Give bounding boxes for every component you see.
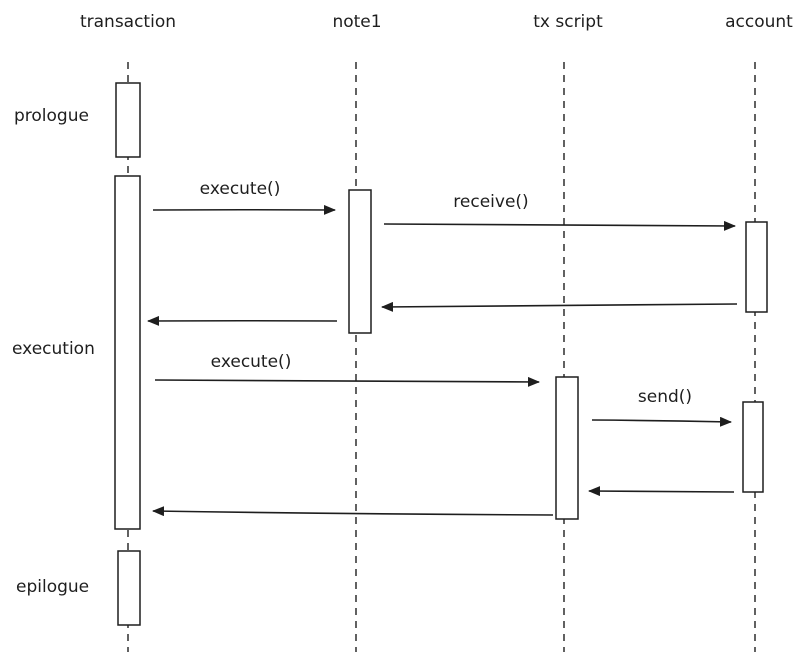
arrow-execute-script — [154, 376, 540, 387]
message-receive-label: receive() — [453, 192, 528, 212]
arrow-receive — [383, 220, 736, 231]
phase-epilogue-label: epilogue — [16, 577, 89, 597]
message-send-label: send() — [638, 387, 692, 407]
phase-execution-label: execution — [12, 339, 95, 359]
activation-account-send — [742, 401, 764, 493]
arrow-send — [591, 416, 732, 427]
phase-prologue-label: prologue — [14, 106, 89, 126]
arrow-return-account-to-note1 — [381, 301, 738, 312]
activation-execution — [114, 175, 141, 530]
participant-account-label: account — [725, 12, 793, 32]
message-execute-note-label: execute() — [200, 179, 281, 199]
activation-prologue — [115, 82, 141, 158]
participant-note1-label: note1 — [332, 12, 381, 32]
activation-note1 — [348, 189, 372, 334]
participant-tx-script-label: tx script — [533, 12, 603, 32]
activation-account-receive — [745, 221, 768, 313]
participant-transaction-label: transaction — [80, 12, 176, 32]
activation-epilogue — [117, 550, 141, 626]
arrow-return-tx-script-to-transaction — [152, 506, 554, 517]
arrow-return-account-to-tx-script — [588, 486, 735, 497]
message-execute-script-label: execute() — [211, 352, 292, 372]
activation-tx-script — [555, 376, 579, 520]
